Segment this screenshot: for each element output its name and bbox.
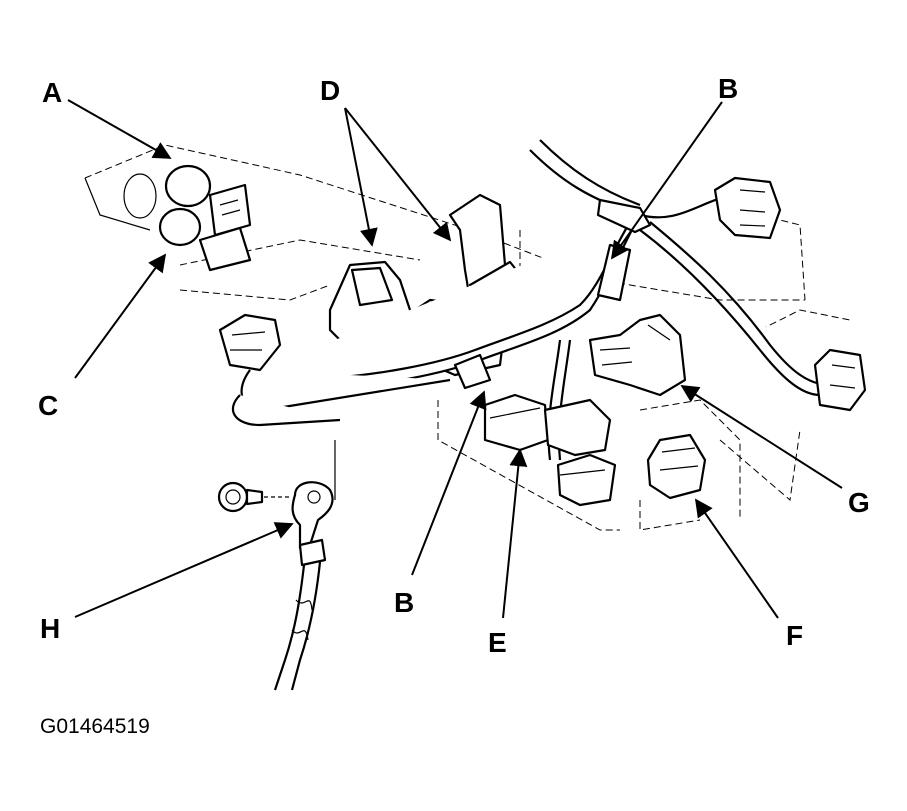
leader-c (74, 253, 167, 379)
callout-b-bottom: B (394, 587, 414, 618)
sensor-component-f (646, 433, 707, 500)
leader-b-bottom (411, 390, 487, 576)
leader-g (680, 385, 843, 489)
callout-c: C (38, 390, 58, 421)
leader-d-2 (344, 107, 452, 242)
callout-b-top: B (718, 73, 738, 104)
connector-left-loop (218, 313, 282, 372)
connector-top-right (713, 176, 782, 240)
leader-d-1 (344, 107, 378, 247)
ground-bolt-h (217, 481, 334, 691)
callout-a: A (42, 77, 62, 108)
connector-right (813, 348, 867, 412)
sensor-cluster-a-c (123, 164, 252, 272)
leader-lines (67, 99, 843, 619)
leader-b-top (610, 101, 723, 260)
callout-labels: A D B C G B E F H (38, 73, 870, 658)
leader-f (694, 498, 779, 619)
callout-e: E (488, 627, 507, 658)
figure-code: G01464519 (40, 715, 150, 738)
leader-a (67, 99, 172, 159)
leader-h (74, 522, 294, 618)
leader-e (502, 448, 528, 619)
callout-d: D (320, 75, 340, 106)
callout-h: H (40, 613, 60, 644)
callout-g: G (848, 487, 870, 518)
connector-component-e (483, 393, 617, 507)
sensor-component-g (588, 313, 687, 397)
callout-f: F (786, 620, 803, 651)
